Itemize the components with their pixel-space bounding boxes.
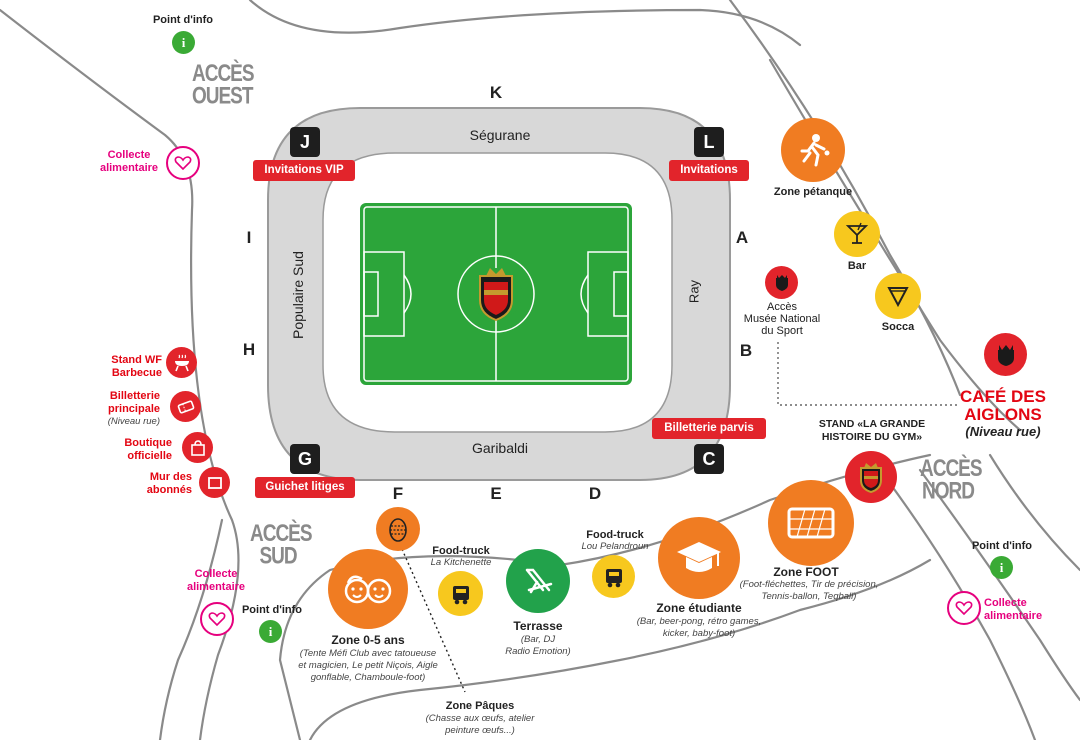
musee-dotted-path [777, 342, 960, 406]
deckchair-icon[interactable] [506, 549, 570, 613]
ogc-nice-crest-icon [470, 268, 522, 322]
gate-letter-k: K [489, 83, 503, 102]
gate-letter-f: F [392, 484, 404, 503]
cocktail-icon[interactable] [834, 211, 880, 257]
heart-hands-icon[interactable] [166, 146, 200, 180]
terrasse-title: Terrasse [513, 619, 563, 633]
zone-foot-title: Zone FOOT [773, 565, 839, 579]
zone-paques-title: Zone Pâques [445, 700, 515, 712]
ticket-icon[interactable] [170, 391, 201, 422]
gate-letter-h: H [242, 340, 256, 359]
food-truck-2-sub: Lou Pelandroun [581, 541, 649, 552]
gate-j[interactable]: J [290, 127, 320, 157]
food-truck-icon[interactable] [592, 555, 635, 598]
socca-label: Socca [881, 321, 915, 333]
zone-0-5-title: Zone 0-5 ans [331, 633, 405, 647]
ogc-nice-crest-icon[interactable] [765, 266, 798, 299]
billetterie-parvis-tag[interactable]: Billetterie parvis [652, 418, 766, 439]
ogc-nice-crest-icon[interactable] [845, 451, 897, 503]
gate-g[interactable]: G [290, 444, 320, 474]
petanque-player-icon[interactable] [781, 118, 845, 182]
gate-letter-i: I [246, 228, 252, 247]
info-icon[interactable]: i [172, 31, 195, 54]
food-truck-icon[interactable] [438, 571, 483, 616]
socca-slice-icon[interactable] [875, 273, 921, 319]
gate-c[interactable]: C [694, 444, 724, 474]
ogc-nice-crest-icon[interactable] [984, 333, 1027, 376]
point-info-right-label: Point d'info [971, 540, 1033, 552]
food-truck-2-title: Food-truck [586, 529, 644, 541]
invitations-tag[interactable]: Invitations [669, 160, 749, 181]
food-truck-1-title: Food-truck [432, 545, 490, 557]
invitations-vip-tag[interactable]: Invitations VIP [253, 160, 355, 181]
gate-letter-a: A [735, 228, 749, 247]
food-truck-1-sub: La Kitchenette [430, 557, 492, 568]
gate-letter-b: B [739, 341, 753, 360]
gate-l[interactable]: L [694, 127, 724, 157]
point-info-top-label: Point d'info [152, 14, 214, 26]
heart-hands-icon[interactable] [947, 591, 981, 625]
frame-icon[interactable] [199, 467, 230, 498]
barbecue-icon[interactable] [166, 347, 197, 378]
zone-foot-sub: (Foot-fléchettes, Tir de précision,Tenni… [739, 579, 879, 602]
info-icon[interactable]: i [990, 556, 1013, 579]
point-info-bottom-label: Point d'info [241, 604, 303, 616]
easter-egg-icon[interactable] [376, 507, 420, 551]
goal-net-icon[interactable] [768, 480, 854, 566]
stand-east-label: Ray [686, 279, 702, 304]
gate-letter-d: D [588, 484, 602, 503]
shopping-bag-icon[interactable] [182, 432, 213, 463]
info-icon[interactable]: i [259, 620, 282, 643]
stand-west-label: Populaire Sud [290, 251, 306, 339]
gate-letter-e: E [490, 484, 502, 503]
bar-label: Bar [847, 260, 867, 272]
stand-north-label: Ségurane [469, 127, 531, 143]
zone-petanque-label: Zone pétanque [773, 186, 853, 198]
stand-south-label: Garibaldi [471, 440, 529, 456]
zone-etudiante-title: Zone étudiante [656, 601, 742, 615]
kids-faces-icon[interactable] [328, 549, 408, 629]
pitch-lines [363, 206, 629, 382]
graduation-cap-icon[interactable] [658, 517, 740, 599]
zone-etudiante-sub: (Bar, beer-pong, rétro games,kicker, bab… [636, 616, 762, 639]
heart-hands-icon[interactable] [200, 602, 234, 636]
guichet-litiges-tag[interactable]: Guichet litiges [255, 477, 355, 498]
